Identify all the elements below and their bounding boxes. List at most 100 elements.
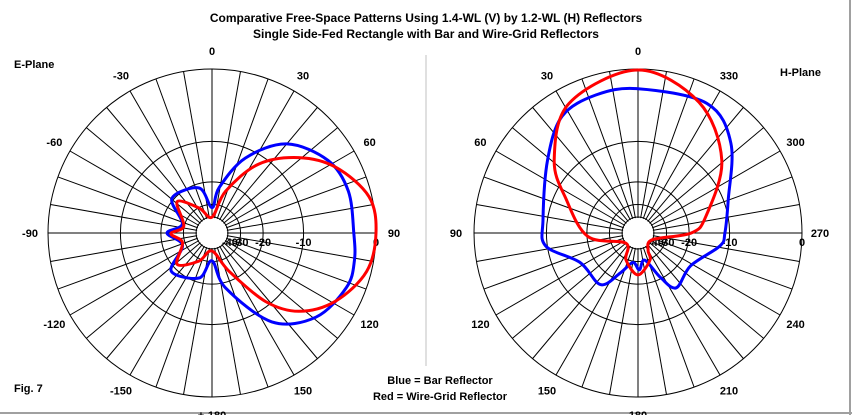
red-pattern-curve <box>552 68 724 277</box>
angle-label: 300 <box>786 137 804 149</box>
blue-pattern-curve <box>165 142 357 326</box>
radial-gridline <box>57 176 199 229</box>
angle-label: 210 <box>720 386 738 398</box>
angle-label: 330 <box>720 70 738 82</box>
radial-gridline <box>226 204 374 231</box>
ring-label: -40 <box>222 237 238 249</box>
radial-gridline <box>214 247 241 395</box>
radial-gridline <box>609 247 636 395</box>
radial-gridline <box>647 244 744 359</box>
angle-label: 150 <box>294 386 312 398</box>
angle-label: 30 <box>297 70 309 82</box>
angle-label: 30 <box>541 70 553 82</box>
radial-gridline <box>642 246 695 388</box>
radial-gridline <box>649 242 764 339</box>
angle-label: -120 <box>43 319 65 331</box>
radial-gridline <box>219 90 295 221</box>
title-line-1: Comparative Free-Space Patterns Using 1.… <box>210 11 643 25</box>
angle-label: 240 <box>786 319 804 331</box>
radial-gridline <box>155 246 208 388</box>
red-pattern-curve <box>169 156 378 313</box>
radial-gridline <box>129 90 205 221</box>
radial-gridline <box>50 235 198 262</box>
legend-red: Red = Wire-Grid Reflector <box>373 391 508 403</box>
radial-gridline <box>57 237 199 290</box>
angle-label: 120 <box>471 319 489 331</box>
ring-label: 0 <box>799 237 805 249</box>
radial-gridline <box>483 176 625 229</box>
radial-gridline <box>86 242 201 339</box>
e-plane-label: E-Plane <box>14 59 54 71</box>
angle-label: 0 <box>209 46 215 58</box>
radial-gridline <box>651 237 793 290</box>
radial-gridline <box>106 244 203 359</box>
radial-gridline <box>512 127 627 224</box>
radial-gridline <box>609 71 636 219</box>
angle-label: 150 <box>538 386 556 398</box>
radial-gridline <box>512 242 627 339</box>
angle-label: 60 <box>474 137 486 149</box>
ring-gridline <box>621 216 655 250</box>
angle-label: 120 <box>360 319 378 331</box>
radial-gridline <box>225 176 367 229</box>
radial-gridline <box>223 127 338 224</box>
radial-gridline <box>532 244 629 359</box>
radial-gridline <box>155 78 208 220</box>
fig-label: Fig. 7 <box>14 383 43 395</box>
radial-gridline <box>652 235 800 262</box>
ring-gridline <box>545 140 731 326</box>
angle-label: -30 <box>113 70 129 82</box>
blue-pattern-curve <box>540 86 734 290</box>
radial-gridline <box>226 235 374 262</box>
h-plane-chart: 0-10-20-30-40030609012015018021024027030… <box>450 46 829 415</box>
ring-label: -10 <box>722 237 738 249</box>
e-plane-chart: 0-10-20-30-400306090120150+-180-150-120-… <box>22 46 400 415</box>
angle-label: 270 <box>811 228 829 240</box>
radial-gridline <box>532 107 629 222</box>
radial-gridline <box>221 244 318 359</box>
angle-label: -60 <box>46 137 62 149</box>
ring-gridline <box>119 140 305 326</box>
angle-label: 60 <box>363 137 375 149</box>
radial-gridline <box>225 237 367 290</box>
radial-gridline <box>50 204 198 231</box>
h-plane-label: H-Plane <box>780 67 821 79</box>
radial-gridline <box>581 78 634 220</box>
center-hole <box>197 218 227 248</box>
angle-label: 90 <box>450 228 462 240</box>
center-hole <box>623 218 653 248</box>
radial-gridline <box>645 245 721 376</box>
radial-gridline <box>555 90 631 221</box>
title-line-2: Single Side-Fed Rectangle with Bar and W… <box>253 27 599 41</box>
radial-gridline <box>649 127 764 224</box>
angle-label: 0 <box>635 46 641 58</box>
radial-gridline <box>555 245 631 376</box>
angle-label: +-180 <box>198 410 226 415</box>
radial-gridline <box>216 78 269 220</box>
radial-gridline <box>640 71 667 219</box>
angle-label: 180 <box>629 410 647 415</box>
radial-gridline <box>650 240 781 316</box>
angle-label: -150 <box>110 386 132 398</box>
radial-gridline <box>221 107 318 222</box>
radial-gridline <box>69 240 200 316</box>
ring-label: -30 <box>659 237 675 249</box>
legend-blue: Blue = Bar Reflector <box>387 375 493 387</box>
radial-gridline <box>129 245 205 376</box>
radial-gridline <box>86 127 201 224</box>
radial-gridline <box>642 78 695 220</box>
radial-gridline <box>214 71 241 219</box>
ring-gridline <box>160 181 264 285</box>
ring-label: -10 <box>296 237 312 249</box>
angle-label: 90 <box>388 228 400 240</box>
radial-gridline <box>476 204 624 231</box>
radial-gridline <box>495 240 626 316</box>
radial-gridline <box>651 176 793 229</box>
radial-gridline <box>219 245 295 376</box>
radial-gridline <box>640 247 667 395</box>
radial-gridline <box>216 246 269 388</box>
ring-gridline <box>608 203 668 263</box>
radial-gridline <box>223 242 338 339</box>
